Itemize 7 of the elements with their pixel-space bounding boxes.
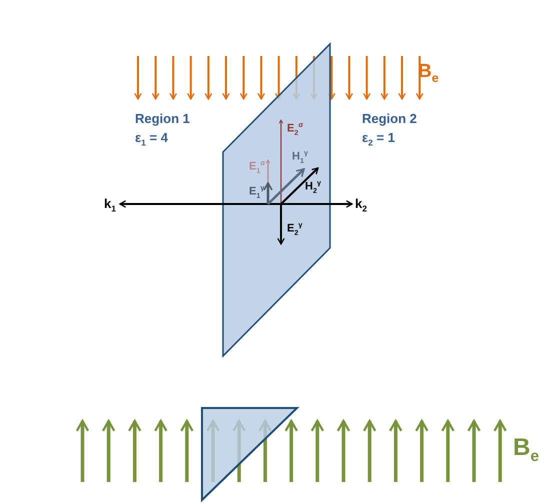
permittivity-label: ε$_{2}$ = 1 <box>362 131 395 148</box>
permittivity-label: ε$_{1}$ = 4 <box>135 131 168 148</box>
vector-label: k$_{2}$ <box>355 197 367 214</box>
region-label: Region 1 <box>135 112 190 125</box>
field-label: B$_{e}$ <box>513 436 540 464</box>
vector-label: k$_{1}$ <box>104 197 116 214</box>
region-label: Region 2 <box>362 112 417 125</box>
